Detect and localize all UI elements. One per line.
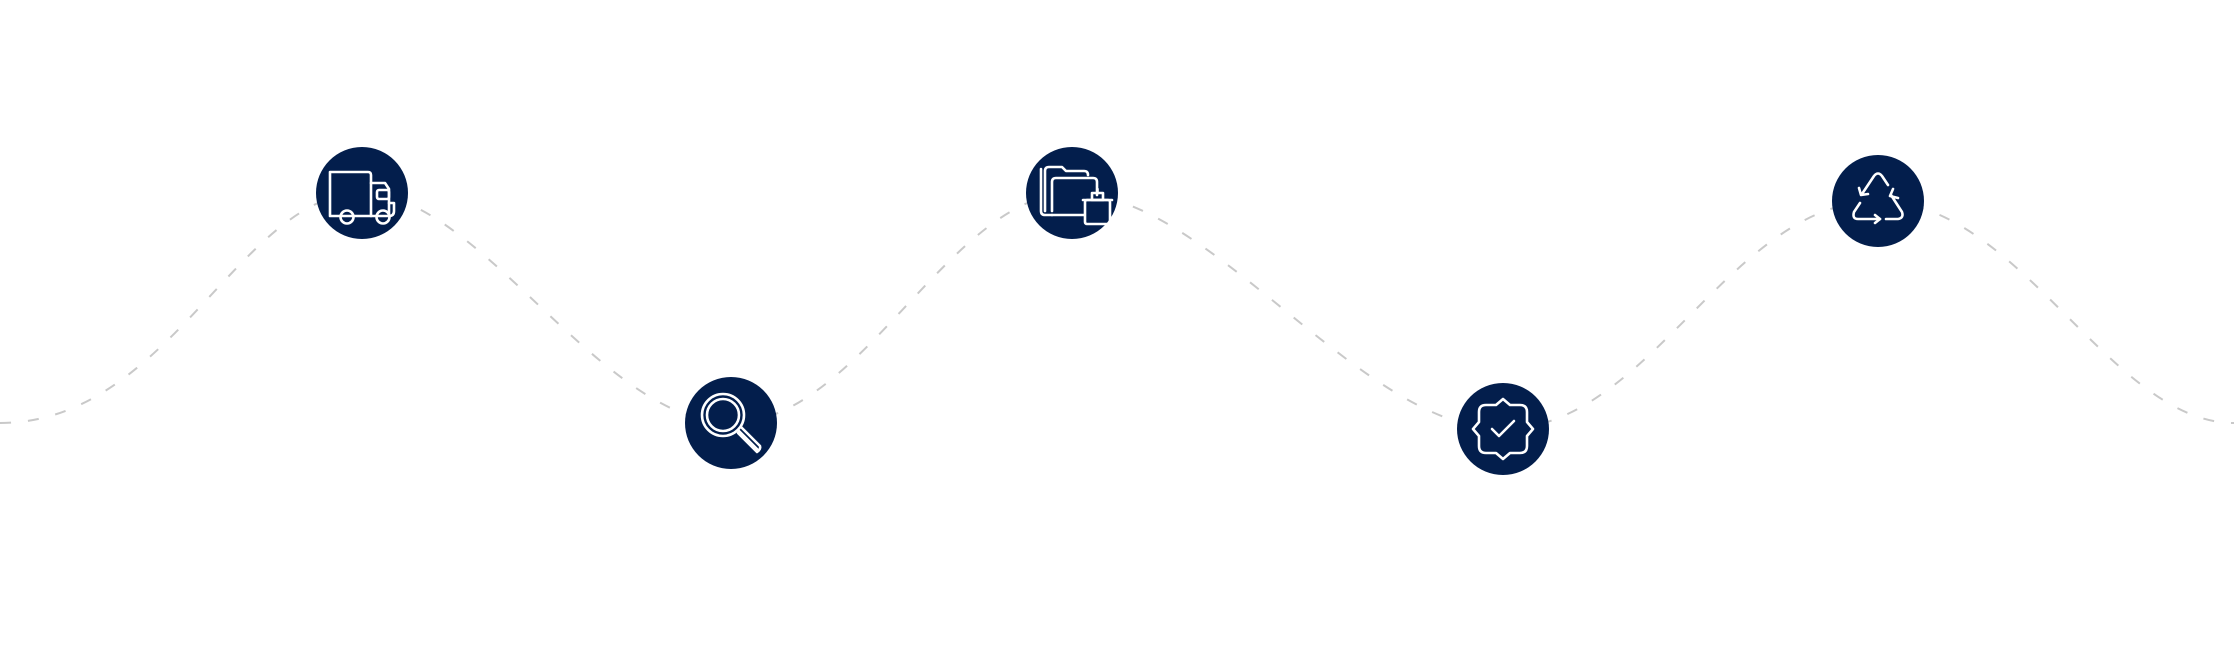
folder-lock-icon bbox=[1039, 165, 1114, 226]
verified-badge-icon bbox=[1471, 397, 1535, 461]
step-node-truck bbox=[316, 147, 408, 239]
truck-icon bbox=[328, 170, 396, 225]
search-icon bbox=[700, 392, 762, 454]
step-node-recycle bbox=[1832, 155, 1924, 247]
step-node-folder bbox=[1026, 147, 1118, 239]
recycle-icon bbox=[1852, 172, 1904, 225]
step-node-search bbox=[685, 377, 777, 469]
step-node-badge bbox=[1457, 383, 1549, 475]
